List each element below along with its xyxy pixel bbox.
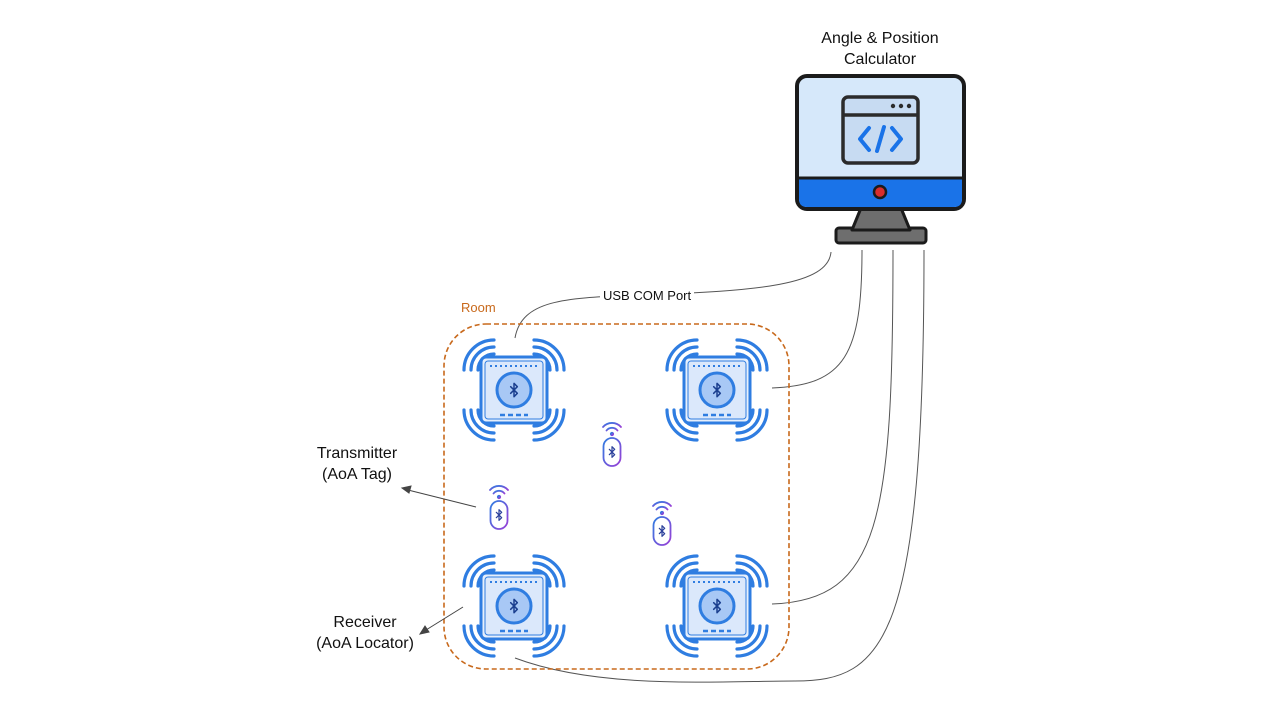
code-window-icon <box>841 95 920 165</box>
receiver-label: Receiver (AoA Locator) <box>300 612 430 654</box>
tag-right <box>653 502 671 545</box>
calculator-title: Angle & Position Calculator <box>800 28 960 70</box>
transmitter-pointer <box>407 489 477 508</box>
transmitter-label: Transmitter (AoA Tag) <box>298 443 416 485</box>
room-boundary <box>443 323 790 670</box>
usb-com-port-label: USB COM Port <box>600 285 695 306</box>
cable-locator-bottom-left <box>514 249 925 683</box>
locator-bottom-left <box>464 556 564 656</box>
tag-left <box>490 486 508 529</box>
power-led <box>872 184 888 200</box>
locator-top-right <box>667 340 767 440</box>
receiver-pointer <box>425 606 464 631</box>
cable-locator-top-right <box>771 249 863 389</box>
cable-locator-bottom-right <box>771 249 894 605</box>
locator-bottom-right <box>667 556 767 656</box>
receiver-label-line2: (AoA Locator) <box>316 635 414 652</box>
locator-top-left <box>464 340 564 440</box>
tag-center <box>603 423 621 466</box>
monitor <box>795 74 966 245</box>
calculator-title-line2: Calculator <box>843 51 917 68</box>
transmitter-label-line1: Transmitter <box>316 445 398 462</box>
receiver-label-line1: Receiver <box>333 614 397 631</box>
room-label: Room <box>461 300 496 315</box>
calculator-title-line1: Angle & Position <box>821 30 939 47</box>
transmitter-label-line2: (AoA Tag) <box>322 466 392 483</box>
receiver-arrowhead <box>418 625 430 635</box>
transmitter-arrowhead <box>400 485 412 494</box>
